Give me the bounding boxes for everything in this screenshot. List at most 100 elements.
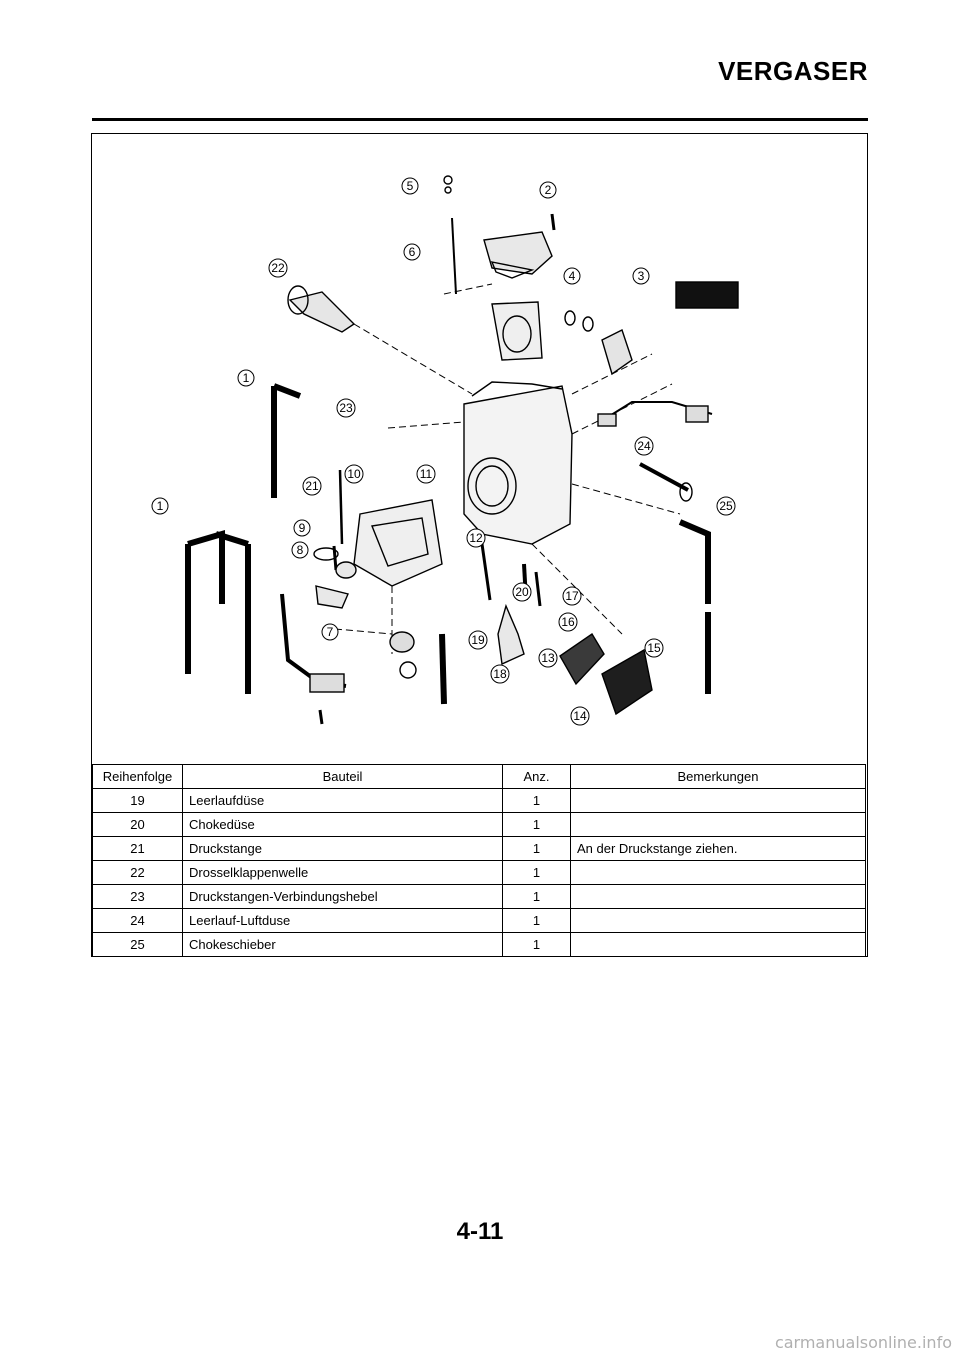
throttle-shaft: [288, 291, 356, 333]
row-note: [570, 908, 866, 933]
header-part: Bauteil: [182, 764, 503, 789]
title-rule: [92, 118, 868, 121]
svg-text:16: 16: [561, 615, 575, 629]
row-order: 24: [92, 908, 183, 933]
svg-text:5: 5: [407, 179, 414, 193]
row-part: Drosselklappenwelle: [182, 860, 503, 885]
callout-14: 14: [570, 706, 590, 726]
svg-text:4: 4: [569, 269, 576, 283]
svg-text:2: 2: [545, 183, 552, 197]
svg-text:1: 1: [243, 371, 250, 385]
callout-16: 16: [558, 612, 578, 632]
pump-cover: [559, 633, 605, 686]
callout-9: 9: [293, 519, 311, 537]
callout-23: 23: [336, 398, 356, 418]
svg-text:8: 8: [297, 543, 304, 557]
svg-text:12: 12: [469, 531, 483, 545]
table-row: 24 Leerlauf-Luftduse 1: [92, 908, 866, 933]
row-part: Leerlauf-Luftduse: [182, 908, 503, 933]
svg-text:9: 9: [299, 521, 306, 535]
callout-7: 7: [321, 623, 339, 641]
callout-25: 25: [716, 496, 736, 516]
callout-22: 22: [268, 258, 288, 278]
callout-2: 2: [539, 181, 557, 199]
row-order: 22: [92, 860, 183, 885]
carburetor-bore: [467, 457, 517, 515]
jet-19: [497, 603, 525, 666]
carburetor-exploded-diagram: 1 1 2 3 4 5 6 7 8 9 10 11 12 13 14 15 16…: [151, 175, 739, 726]
table-row: 19 Leerlaufdüse 1: [92, 788, 866, 813]
header-qty: Anz.: [502, 764, 571, 789]
fuel-pipe: [280, 593, 347, 688]
row-part: Leerlaufdüse: [182, 788, 503, 813]
callout-8: 8: [291, 541, 309, 559]
svg-text:23: 23: [339, 401, 353, 415]
svg-text:1: 1: [157, 499, 164, 513]
pump-housing: [601, 648, 653, 716]
page-number: 4-11: [456, 1218, 504, 1245]
bracket-part: [601, 329, 633, 376]
row-order: 21: [92, 836, 183, 861]
row-qty: 1: [502, 860, 571, 885]
callout-24: 24: [634, 436, 654, 456]
callout-1b: 1: [151, 497, 169, 515]
row-part: Chokedüse: [182, 812, 503, 837]
push-rod: [338, 469, 344, 545]
jet-20: [534, 571, 542, 607]
callout-3: 3: [632, 267, 650, 285]
choke-plunger: [639, 462, 689, 492]
row-note: [570, 932, 866, 957]
screw-part: [550, 213, 556, 231]
overflow-hose: [678, 519, 711, 604]
table-header-row: Reihenfolge Bauteil Anz. Bemerkungen: [92, 764, 866, 789]
row-order: 19: [92, 788, 183, 813]
svg-text:13: 13: [541, 651, 555, 665]
svg-text:24: 24: [637, 439, 651, 453]
svg-text:18: 18: [493, 667, 507, 681]
header-order: Reihenfolge: [92, 764, 183, 789]
table-row: 21 Druckstange 1 An der Druckstange zieh…: [92, 836, 866, 861]
header-notes: Bemerkungen: [570, 764, 866, 789]
svg-text:6: 6: [409, 245, 416, 259]
callout-4: 4: [563, 267, 581, 285]
table-row: 25 Chokeschieber 1: [92, 932, 866, 957]
callout-1a: 1: [237, 369, 255, 387]
row-qty: 1: [502, 812, 571, 837]
svg-text:21: 21: [305, 479, 319, 493]
choke-knob: [675, 281, 739, 309]
float-bowl: [353, 499, 443, 587]
row-part: Druckstange: [182, 836, 503, 861]
rod-12: [480, 543, 492, 601]
callout-11: 11: [416, 464, 436, 484]
row-note: [570, 788, 866, 813]
row-note: [570, 860, 866, 885]
table-row: 23 Druckstangen-Verbindungshebel 1: [92, 884, 866, 909]
callout-21: 21: [302, 476, 322, 496]
svg-text:3: 3: [638, 269, 645, 283]
carburetor-body: [463, 385, 573, 545]
svg-text:19: 19: [471, 633, 485, 647]
row-order: 20: [92, 812, 183, 837]
callout-5: 5: [401, 177, 419, 195]
row-qty: 1: [502, 932, 571, 957]
callout-20: 20: [512, 582, 532, 602]
svg-text:10: 10: [347, 467, 361, 481]
hose-end: [439, 633, 447, 705]
callout-19: 19: [468, 630, 488, 650]
exploded-view-frame: 1 1 2 3 4 5 6 7 8 9 10 11 12 13 14 15 16…: [91, 133, 868, 957]
callout-10: 10: [344, 464, 364, 484]
row-part: Chokeschieber: [182, 932, 503, 957]
table-row: 20 Chokedüse 1: [92, 812, 866, 837]
svg-text:14: 14: [573, 709, 587, 723]
row-note: [570, 812, 866, 837]
page-title: VERGASER: [718, 56, 868, 86]
svg-text:25: 25: [719, 499, 733, 513]
svg-text:17: 17: [565, 589, 579, 603]
svg-text:11: 11: [420, 467, 433, 481]
watermark[interactable]: carmanualsonline.info: [774, 1333, 952, 1352]
row-qty: 1: [502, 884, 571, 909]
throttle-housing: [491, 301, 543, 361]
callout-13: 13: [538, 648, 558, 668]
row-order: 23: [92, 884, 183, 909]
svg-text:22: 22: [271, 261, 285, 275]
